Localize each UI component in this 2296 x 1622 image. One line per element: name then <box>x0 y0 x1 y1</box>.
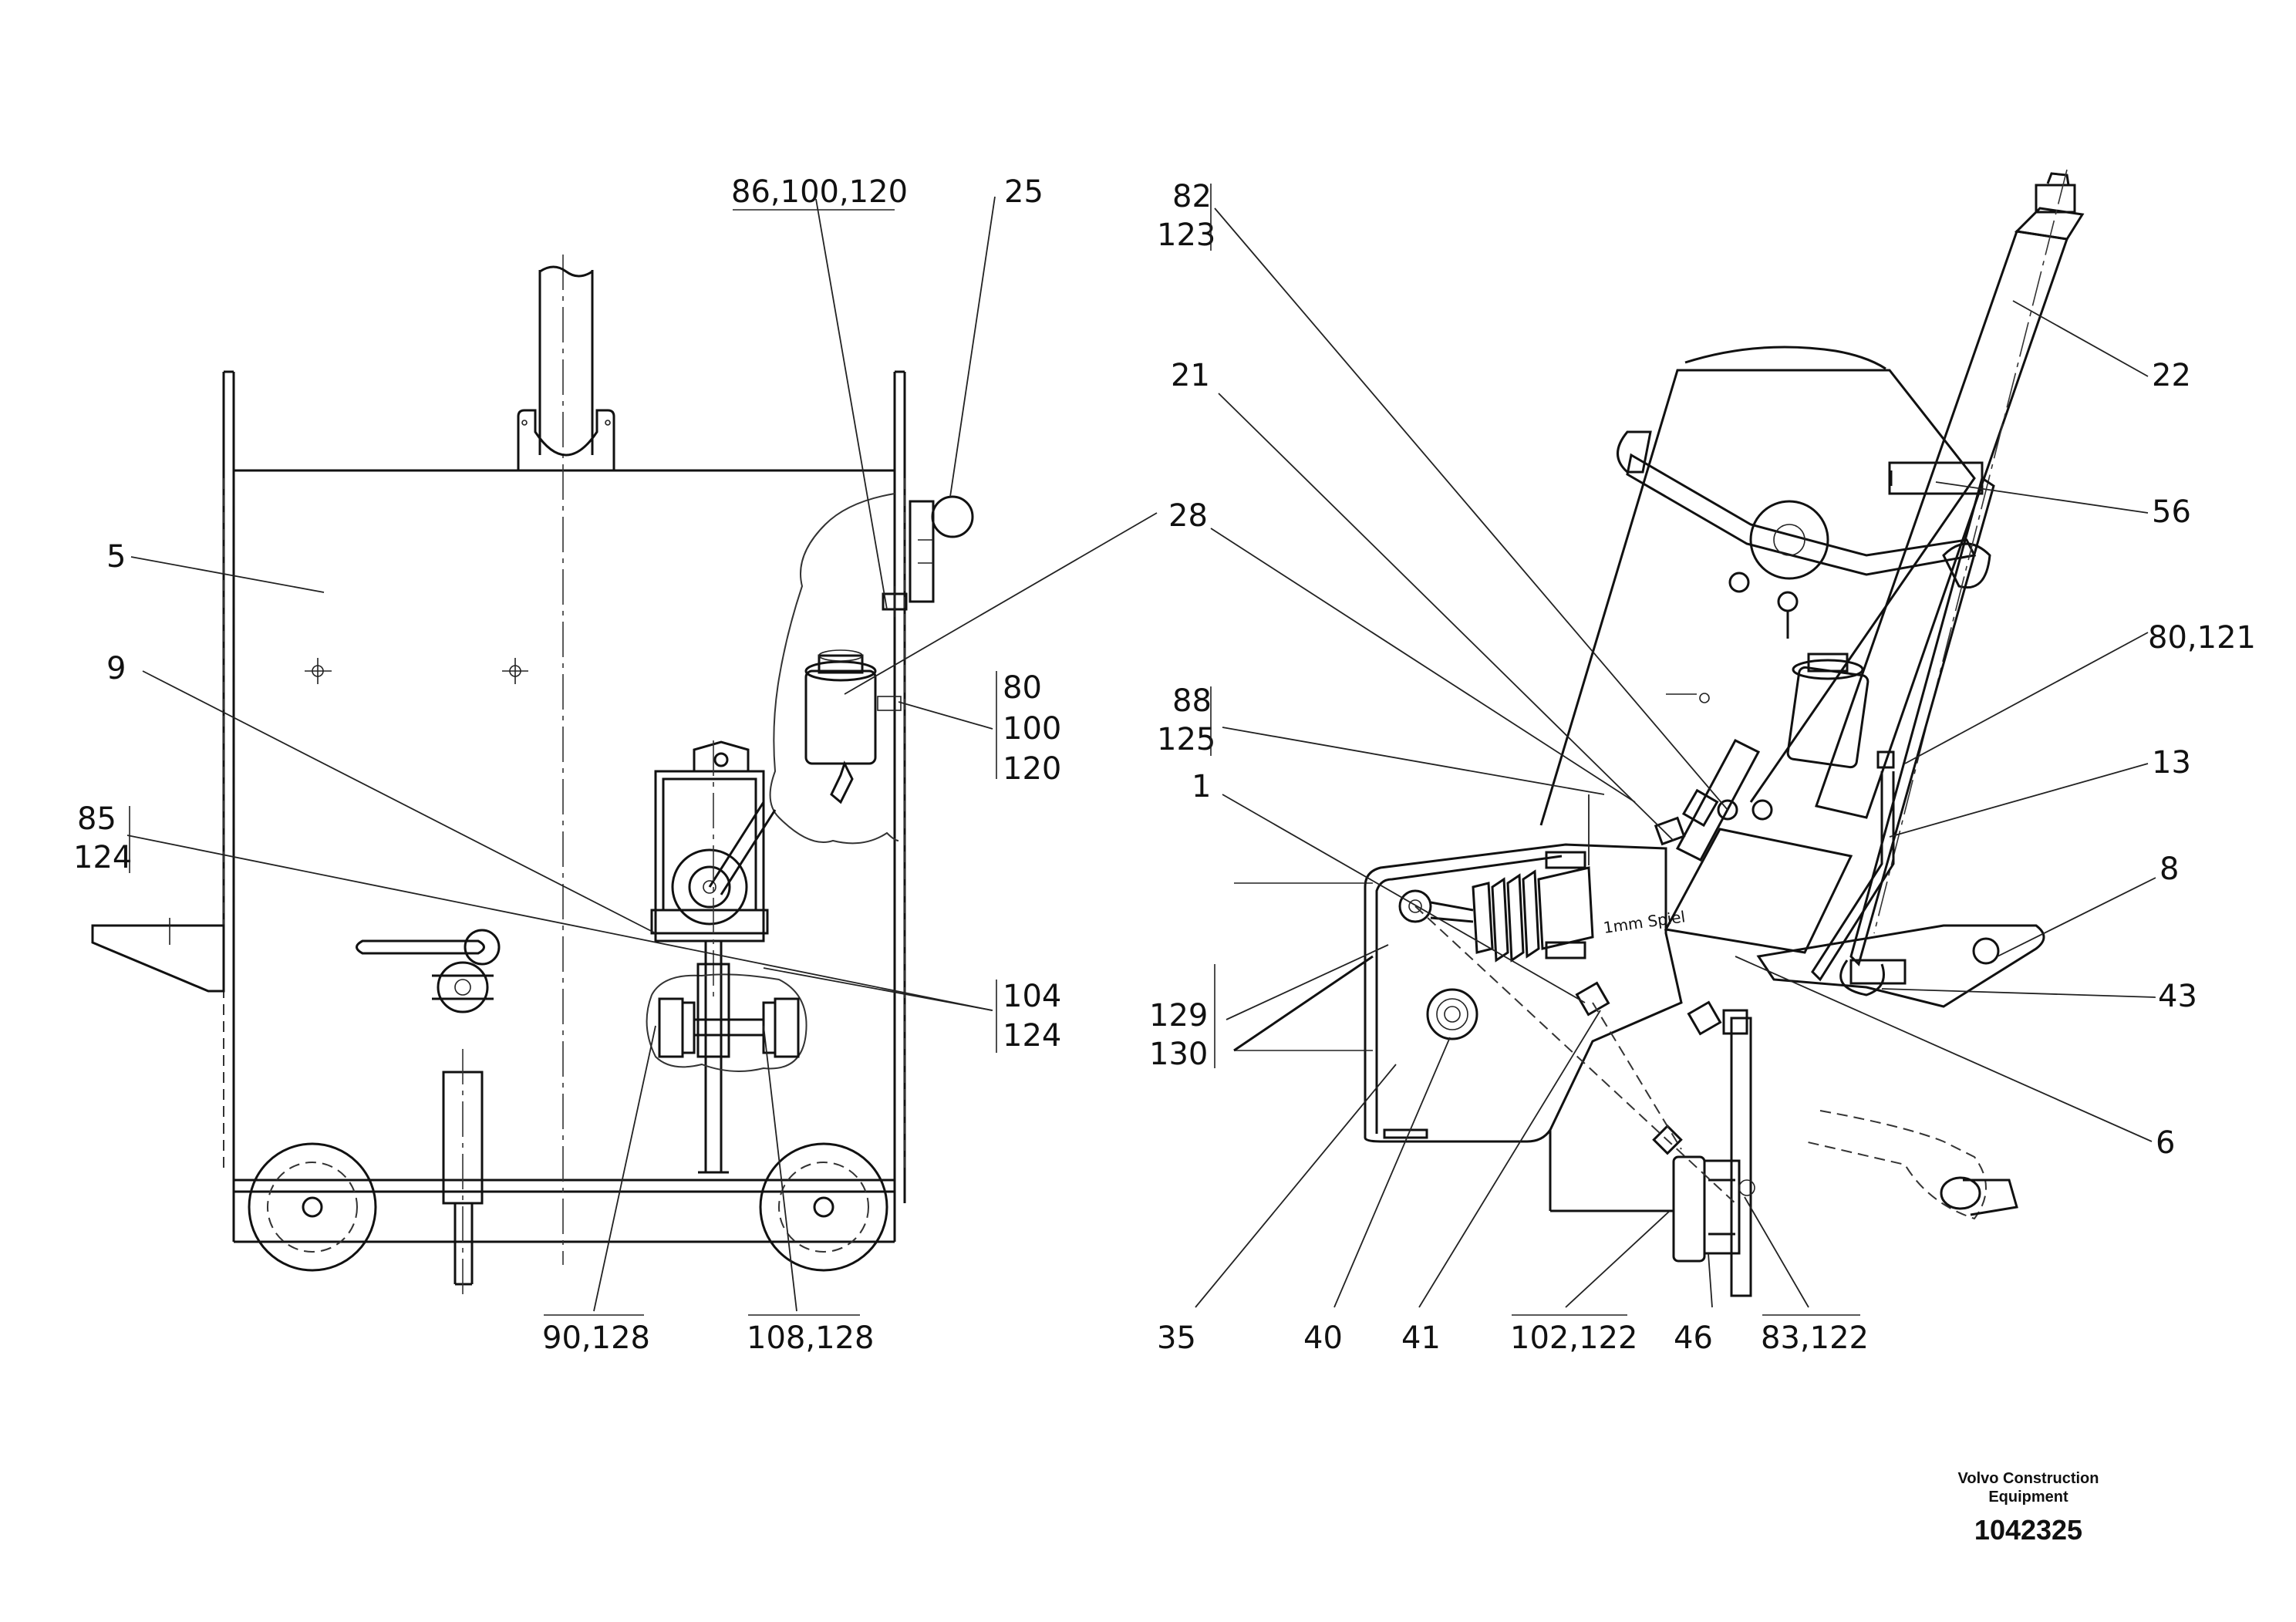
callout-9: 9 <box>106 651 126 686</box>
lower-housing <box>1364 843 1683 1143</box>
valve-knob <box>882 495 974 617</box>
svg-text:124: 124 <box>1003 1018 1061 1054</box>
svg-text:83,122: 83,122 <box>1761 1320 1869 1356</box>
svg-text:104: 104 <box>1003 979 1061 1014</box>
angled-arm <box>1849 476 1995 966</box>
leader-lines-left <box>126 196 1158 1312</box>
callout-83-122: 83,122 <box>1761 1314 1869 1356</box>
spring-mount <box>1658 1017 1755 1297</box>
steering-column <box>1815 169 2085 934</box>
callout-90-128: 90,128 <box>542 1314 650 1356</box>
svg-text:129: 129 <box>1149 998 1208 1034</box>
callout-21: 21 <box>1171 358 1210 393</box>
svg-text:124: 124 <box>73 840 132 875</box>
callout-6: 6 <box>2156 1125 2175 1161</box>
callout-108-128: 108,128 <box>747 1314 874 1356</box>
company-name-line2: Equipment <box>1988 1489 2068 1506</box>
callout-22: 22 <box>2152 358 2191 393</box>
side-bracket <box>91 924 225 993</box>
housing-frame <box>222 370 906 1243</box>
svg-text:80: 80 <box>1003 670 1042 706</box>
leader-lines-right <box>1195 207 2156 1308</box>
link-rod-b <box>1592 1002 1682 1150</box>
drawing-number: 1042325 <box>1974 1514 2083 1546</box>
callout-43: 43 <box>2158 979 2197 1014</box>
push-rod-bellows <box>1398 851 1594 963</box>
fittings <box>1575 816 1748 1155</box>
svg-text:90,128: 90,128 <box>542 1320 650 1356</box>
lever-arm <box>1756 924 2045 1220</box>
callout-86-100-120: 86,100,120 <box>731 174 908 211</box>
callout-13: 13 <box>2152 745 2191 781</box>
title-block: Volvo Construction Equipment 1042325 <box>1913 1469 2144 1546</box>
support-bracket <box>1811 771 1895 982</box>
wheel-right <box>759 1142 888 1272</box>
company-name-line1: Volvo Construction <box>1957 1470 2099 1487</box>
callout-5: 5 <box>106 539 126 575</box>
brake-fluid-reservoir <box>804 649 902 804</box>
clevis-nuts <box>646 963 807 1072</box>
callout-8: 8 <box>2159 851 2179 887</box>
svg-text:85: 85 <box>77 801 116 837</box>
callout-104-124: 104 124 <box>996 979 1061 1054</box>
svg-text:120: 120 <box>1003 751 1061 787</box>
clearance-inscription: 1mm Spiel <box>1602 907 1686 937</box>
callout-46: 46 <box>1674 1320 1713 1356</box>
lever-slot <box>356 929 501 1013</box>
callout-88-125: 88 125 <box>1157 683 1215 757</box>
master-cylinder <box>1664 739 1853 954</box>
callout-40: 40 <box>1303 1320 1343 1356</box>
callout-25: 25 <box>1004 174 1043 210</box>
callout-28: 28 <box>1168 498 1208 534</box>
svg-text:123: 123 <box>1157 218 1215 253</box>
mounting-holes <box>305 658 528 684</box>
callout-1: 1 <box>1192 769 1211 804</box>
wheel-left <box>248 1142 377 1272</box>
callout-102-122: 102,122 <box>1510 1314 1637 1356</box>
svg-text:125: 125 <box>1157 722 1215 757</box>
callout-82-123: 82 123 <box>1157 179 1215 253</box>
callout-129-130: 129 130 <box>1149 964 1215 1072</box>
reservoir-right <box>1786 653 1870 769</box>
svg-text:82: 82 <box>1172 179 1212 214</box>
svg-text:100: 100 <box>1003 711 1061 747</box>
callout-85-124: 85 124 <box>73 801 132 875</box>
left-view <box>91 196 1158 1312</box>
link-rod-a <box>1414 905 1736 1204</box>
cutaway-outline <box>769 493 899 845</box>
upper-linkage <box>1626 453 1991 639</box>
brake-valve-assembly <box>650 740 777 1174</box>
right-view: 1mm Spiel <box>1195 169 2156 1308</box>
pivot-bearing <box>1426 988 1478 1040</box>
callout-labels: 86,100,120 25 5 9 85 124 80 100 120 104 … <box>73 174 2256 1356</box>
svg-text:108,128: 108,128 <box>747 1320 874 1356</box>
callout-80-121: 80,121 <box>2148 620 2256 656</box>
callout-56: 56 <box>2152 494 2191 530</box>
svg-text:102,122: 102,122 <box>1510 1320 1637 1356</box>
control-shaft <box>517 265 615 470</box>
column-clamp <box>1888 461 1984 495</box>
svg-text:86,100,120: 86,100,120 <box>731 174 908 210</box>
callout-41: 41 <box>1401 1320 1441 1356</box>
locking-pin <box>442 1049 484 1296</box>
svg-text:130: 130 <box>1149 1037 1208 1072</box>
callout-35: 35 <box>1157 1320 1196 1356</box>
callout-80-100-120: 80 100 120 <box>996 670 1061 787</box>
svg-text:88: 88 <box>1172 683 1212 719</box>
tilted-housing <box>1539 369 1976 826</box>
